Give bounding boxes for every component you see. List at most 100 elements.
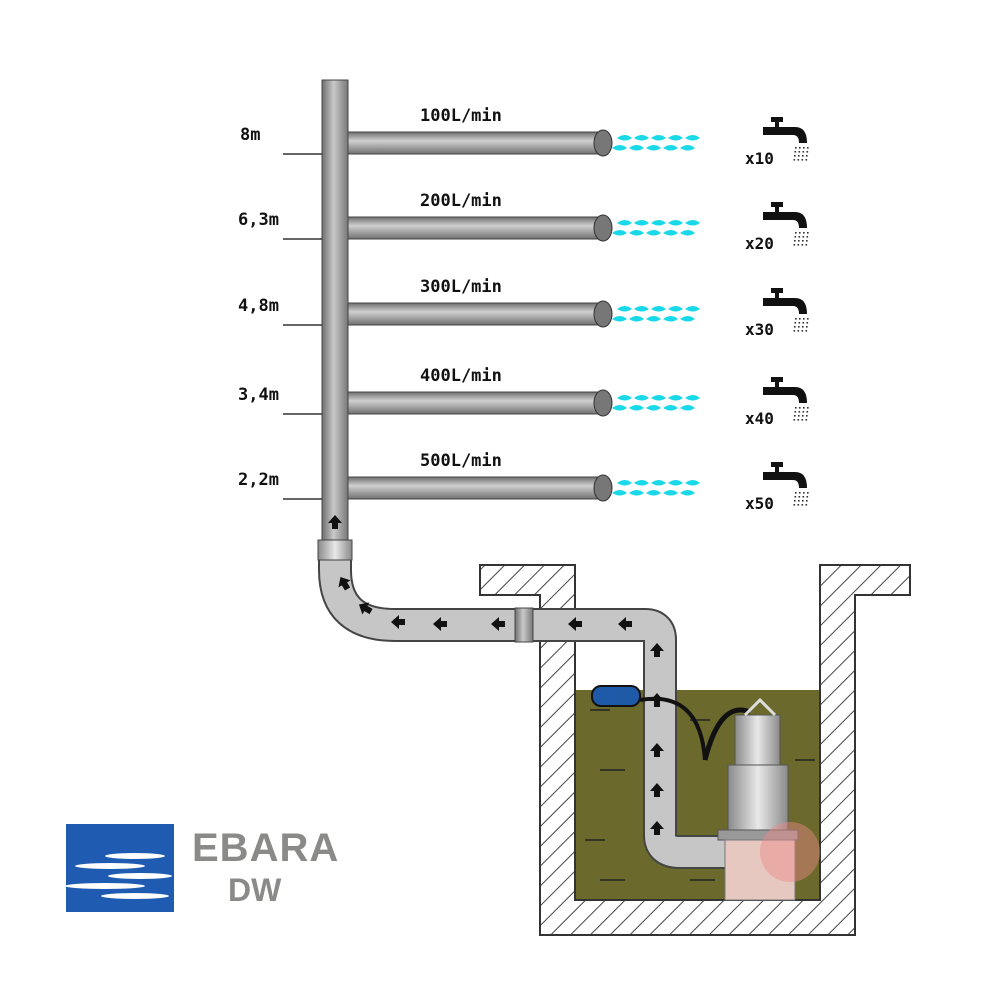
flow-arrow-icon [650,783,664,797]
ebara-logo-mark [65,824,174,912]
flow-arrow-icon [358,602,373,615]
pipe-outlet [593,129,613,157]
water-drop-icon [612,145,627,151]
tap-count-label: x50 [745,494,774,513]
level-height-label: 2,2m [238,470,279,490]
flow-rate-label: 100L/min [420,106,502,126]
water-drop-icon [680,316,695,322]
flow-rate-label: 300L/min [420,277,502,297]
water-drop-icon [685,220,700,226]
faucet-icon [763,377,809,421]
pipe-coupling [317,539,353,561]
level-height-label: 3,4m [238,385,279,405]
branch-pipe [347,391,601,415]
brand-name: EBARA [192,826,340,870]
water-drop-icon [663,145,678,151]
water-drop-icon [685,135,700,141]
water-drop-icon [617,135,632,141]
water-drop-icon [617,306,632,312]
water-drop-icon [663,490,678,496]
water-drop-icon [651,220,666,226]
water-drop-icon [680,405,695,411]
water-drop-icon [651,395,666,401]
pipe-outlet [593,300,613,328]
faucet-icon [763,462,809,506]
water-drop-icon [668,135,683,141]
tap-count-label: x30 [745,320,774,339]
flow-rate-label: 500L/min [420,451,502,471]
water-drop-icon [663,230,678,236]
water-drop-icon [629,230,644,236]
model-name: DW [228,872,282,908]
water-drop-icon [646,230,661,236]
tap-count-label: x10 [745,149,774,168]
water-drop-icon [668,480,683,486]
flow-arrow-icon [328,515,342,529]
flow-arrow-icon [433,617,447,631]
water-drop-icon [680,230,695,236]
level-height-label: 8m [240,125,261,145]
water-drop-icon [617,395,632,401]
water-drop-icon [651,306,666,312]
water-drop-icon [629,490,644,496]
water-drop-icon [668,306,683,312]
pipe-outlet [593,214,613,242]
water-drop-icon [634,480,649,486]
flow-arrow-icon [338,576,351,591]
flow-rate-label: 200L/min [420,191,502,211]
faucet-icon [763,117,809,161]
water-drop-icon [612,230,627,236]
faucet-icon [763,202,809,246]
water-drop-icon [646,490,661,496]
water-drop-icon [634,395,649,401]
flow-arrow-icon [650,643,664,657]
water-drop-icon [685,395,700,401]
flow-arrow-icon [618,617,632,631]
water-drop-icon [612,316,627,322]
water-drop-icon [685,480,700,486]
level-height-label: 6,3m [238,210,279,230]
water-drop-icon [680,490,695,496]
water-drop-icon [668,395,683,401]
water-drop-icon [629,405,644,411]
water-drop-icon [612,490,627,496]
faucet-icon [763,288,809,332]
branch-pipe [347,131,601,155]
water-drop-icon [629,145,644,151]
water-drop-icon [617,480,632,486]
flow-arrow-icon [391,615,405,629]
water-drop-icon [629,316,644,322]
flow-arrow-icon [491,617,505,631]
water-drop-icon [663,316,678,322]
water-drop-icon [663,405,678,411]
branch-pipe [347,476,601,500]
float-switch [591,685,641,707]
flow-arrow-icon [650,821,664,835]
pipe-outlet [593,474,613,502]
water-drop-icon [685,306,700,312]
water-drop-icon [651,135,666,141]
pipe-outlet [593,389,613,417]
flow-arrow-icon [650,743,664,757]
water-drop-icon [634,306,649,312]
water-drop-icon [634,220,649,226]
water-drop-icon [634,135,649,141]
water-drop-icon [680,145,695,151]
level-height-label: 4,8m [238,296,279,316]
water-drop-icon [617,220,632,226]
branch-pipe [347,302,601,326]
water-drop-icon [651,480,666,486]
flow-rate-label: 400L/min [420,366,502,386]
tap-count-label: x20 [745,234,774,253]
riser-pipe [321,79,349,551]
flow-arrow-icon [568,617,582,631]
water-drop-icon [646,316,661,322]
water-drop-icon [612,405,627,411]
water-drop-icon [646,405,661,411]
pipe-coupling [514,607,534,643]
tap-count-label: x40 [745,409,774,428]
water-drop-icon [646,145,661,151]
branch-pipe [347,216,601,240]
